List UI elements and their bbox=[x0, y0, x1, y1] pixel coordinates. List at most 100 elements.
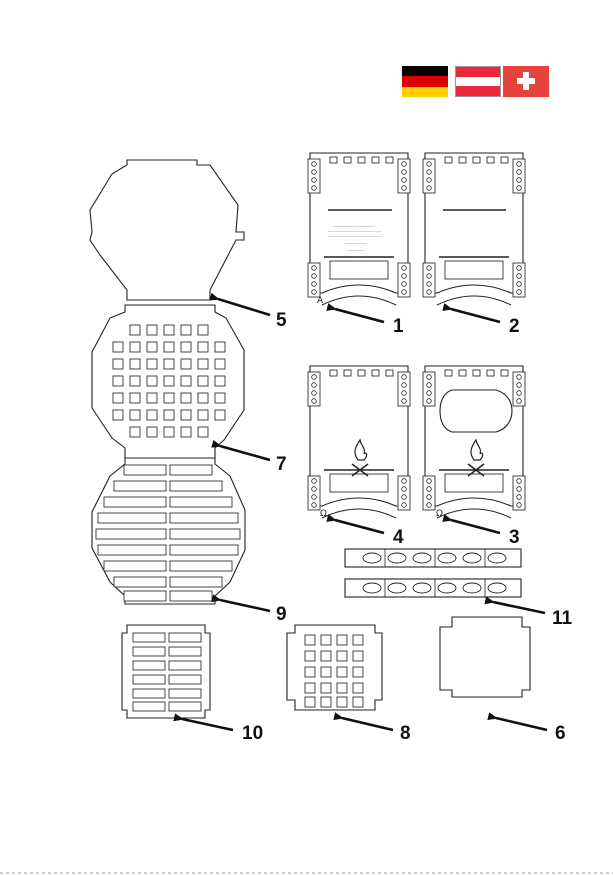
label-2: 2 bbox=[509, 316, 520, 337]
svg-text:~~~~~~~~~~~~~~~~~~~~~~: ~~~~~~~~~~~~~~~~~~~~~~ bbox=[333, 225, 375, 229]
plate-slot bbox=[330, 474, 388, 492]
grate-slot bbox=[164, 325, 174, 335]
bar-slot bbox=[170, 513, 238, 523]
bar-slot bbox=[133, 661, 165, 670]
plate-hole bbox=[312, 162, 317, 167]
plate-hole bbox=[517, 399, 522, 404]
part-10-square-bars bbox=[122, 625, 210, 718]
grate-slot bbox=[113, 342, 123, 352]
plate-notch bbox=[445, 157, 452, 163]
plate-arch bbox=[437, 296, 511, 305]
grate-slot bbox=[321, 667, 331, 677]
plate-hole bbox=[402, 178, 407, 183]
grate-slot bbox=[147, 410, 157, 420]
plate-notch bbox=[445, 370, 452, 376]
strip-hole bbox=[463, 553, 481, 563]
part-3-side-plate bbox=[423, 366, 525, 518]
plate-hole bbox=[312, 495, 317, 500]
plate-hole bbox=[517, 495, 522, 500]
plate-hole bbox=[427, 266, 432, 271]
plate-hole bbox=[427, 282, 432, 287]
label-4: 4 bbox=[393, 527, 404, 548]
grate-slot bbox=[337, 697, 347, 707]
grate-slot bbox=[321, 651, 331, 661]
bar-slot bbox=[169, 633, 201, 642]
grate-slot bbox=[181, 342, 191, 352]
part-2-side-plate bbox=[423, 153, 525, 305]
plate-hole bbox=[402, 186, 407, 191]
plate-hole bbox=[517, 487, 522, 492]
plate-hole bbox=[517, 282, 522, 287]
plate-hole bbox=[312, 503, 317, 508]
grate-slot bbox=[164, 427, 174, 437]
plate-notch bbox=[372, 157, 379, 163]
grate-slot bbox=[181, 325, 191, 335]
grate-slot bbox=[130, 376, 140, 386]
grate-slot bbox=[130, 342, 140, 352]
plate-hole bbox=[312, 487, 317, 492]
grate-slot bbox=[130, 359, 140, 369]
bar-slot bbox=[133, 675, 165, 684]
plate-hole bbox=[402, 487, 407, 492]
bar-slot bbox=[98, 513, 166, 523]
plate-slot bbox=[445, 261, 503, 279]
plate-hole bbox=[427, 399, 432, 404]
plate-hole bbox=[402, 282, 407, 287]
bar-slot bbox=[170, 481, 222, 491]
plate-hole bbox=[312, 178, 317, 183]
plate-hole bbox=[402, 479, 407, 484]
bar-slot bbox=[104, 561, 166, 571]
plate-hole bbox=[312, 170, 317, 175]
bar-slot bbox=[170, 545, 238, 555]
grate-slot bbox=[181, 393, 191, 403]
grate-slot bbox=[337, 667, 347, 677]
plate-hole bbox=[517, 290, 522, 295]
svg-text:~~~~~~~~~~~~~~~~~~~~~~~~~~~~: ~~~~~~~~~~~~~~~~~~~~~~~~~~~~ bbox=[328, 230, 382, 234]
bar-slot bbox=[114, 481, 166, 491]
plate-hole bbox=[427, 479, 432, 484]
grate-slot bbox=[321, 697, 331, 707]
strip-hole bbox=[438, 553, 456, 563]
bar-slot bbox=[170, 577, 222, 587]
plate-hole bbox=[402, 375, 407, 380]
plate-notch bbox=[501, 370, 508, 376]
grate-slot bbox=[147, 376, 157, 386]
plate-hole bbox=[517, 186, 522, 191]
svg-text:~~~~~~~~~~~: ~~~~~~~~~~~ bbox=[345, 242, 366, 246]
plate-hole bbox=[517, 479, 522, 484]
plate-notch bbox=[386, 370, 393, 376]
plate-hole bbox=[427, 487, 432, 492]
part-8-square-grate bbox=[287, 625, 382, 710]
plate-notch bbox=[459, 157, 466, 163]
arrow-6 bbox=[496, 718, 547, 730]
plate-hole bbox=[312, 399, 317, 404]
bar-slot bbox=[98, 545, 166, 555]
bar-slot bbox=[169, 647, 201, 656]
grate-slot bbox=[215, 342, 225, 352]
grate-slot bbox=[164, 342, 174, 352]
grate-slot bbox=[130, 393, 140, 403]
plate-hole bbox=[312, 383, 317, 388]
grate-slot bbox=[113, 393, 123, 403]
plate-hole bbox=[517, 178, 522, 183]
grate-slot bbox=[147, 427, 157, 437]
plate-hole bbox=[427, 383, 432, 388]
plate-arch bbox=[437, 509, 511, 518]
grate-slot bbox=[321, 683, 331, 693]
arrow-10 bbox=[182, 719, 233, 730]
grate-slot bbox=[305, 651, 315, 661]
part-9-hexagon-bars bbox=[92, 458, 245, 604]
bar-slot bbox=[170, 465, 212, 475]
plate-notch bbox=[459, 370, 466, 376]
label-7: 7 bbox=[276, 454, 287, 475]
bar-slot bbox=[170, 497, 232, 507]
grate-slot bbox=[164, 393, 174, 403]
plate-notch bbox=[372, 370, 379, 376]
strip-hole bbox=[363, 553, 381, 563]
grate-slot bbox=[198, 410, 208, 420]
label-9: 9 bbox=[276, 604, 287, 625]
plate-hole bbox=[312, 274, 317, 279]
bar-slot bbox=[133, 689, 165, 698]
strip-hole bbox=[388, 583, 406, 593]
plate-hole bbox=[517, 274, 522, 279]
